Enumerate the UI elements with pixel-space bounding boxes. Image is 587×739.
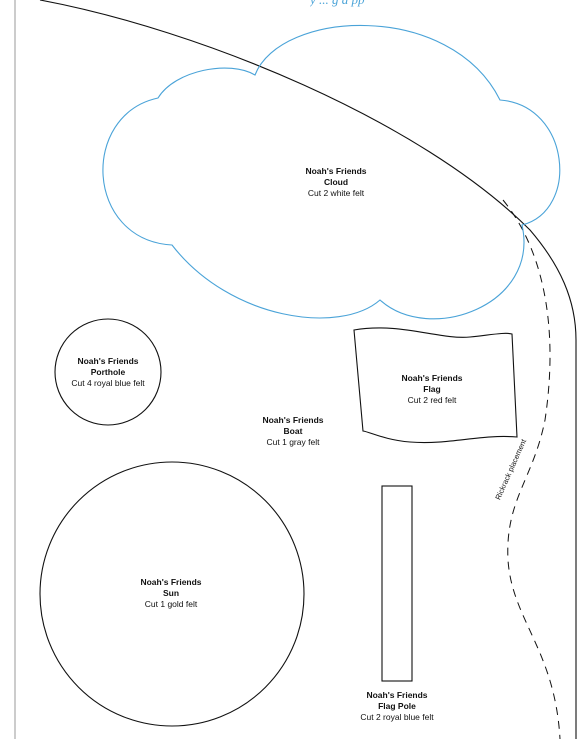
flag-pole-label-instruction: Cut 2 royal blue felt xyxy=(360,712,434,722)
porthole-label-name: Noah's Friends xyxy=(77,356,139,366)
porthole-label: Noah's Friends Porthole Cut 4 royal blue… xyxy=(58,356,158,389)
cloud-outline xyxy=(102,24,561,320)
page-header-partial-text: y ... g a pp xyxy=(310,0,587,8)
sun-label-name: Noah's Friends xyxy=(140,577,202,587)
boat-label-piece: Boat xyxy=(283,426,303,436)
sun-label-instruction: Cut 1 gold felt xyxy=(144,599,198,609)
cloud-label-piece: Cloud xyxy=(323,177,349,187)
flag-label-piece: Flag xyxy=(423,384,441,394)
sun-label-piece: Sun xyxy=(162,588,180,598)
boat-label-name: Noah's Friends xyxy=(262,415,324,425)
boat-label: Noah's Friends Boat Cut 1 gray felt xyxy=(243,415,343,448)
flag-pole-label: Noah's Friends Flag Pole Cut 2 royal blu… xyxy=(347,690,447,723)
flag-pole-outline xyxy=(381,485,413,682)
boat-label-instruction: Cut 1 gray felt xyxy=(266,437,320,447)
sun-label: Noah's Friends Sun Cut 1 gold felt xyxy=(121,577,221,610)
boat-outline xyxy=(39,0,577,739)
flag-outline xyxy=(353,327,518,444)
flag-pole-label-name: Noah's Friends xyxy=(366,690,428,700)
flag-label-name: Noah's Friends xyxy=(401,373,463,383)
cloud-label-name: Noah's Friends xyxy=(305,166,367,176)
porthole-label-piece: Porthole xyxy=(90,367,126,377)
rickrack-placement-line xyxy=(502,199,561,739)
flag-pole-label-piece: Flag Pole xyxy=(378,701,416,711)
flag-label-instruction: Cut 2 red felt xyxy=(407,395,457,405)
porthole-label-instruction: Cut 4 royal blue felt xyxy=(71,378,145,388)
cloud-label: Noah's Friends Cloud Cut 2 white felt xyxy=(286,166,386,199)
cloud-label-instruction: Cut 2 white felt xyxy=(307,188,365,198)
sun-outline xyxy=(39,461,305,727)
flag-label: Noah's Friends Flag Cut 2 red felt xyxy=(382,373,482,406)
porthole-outline xyxy=(54,318,162,426)
